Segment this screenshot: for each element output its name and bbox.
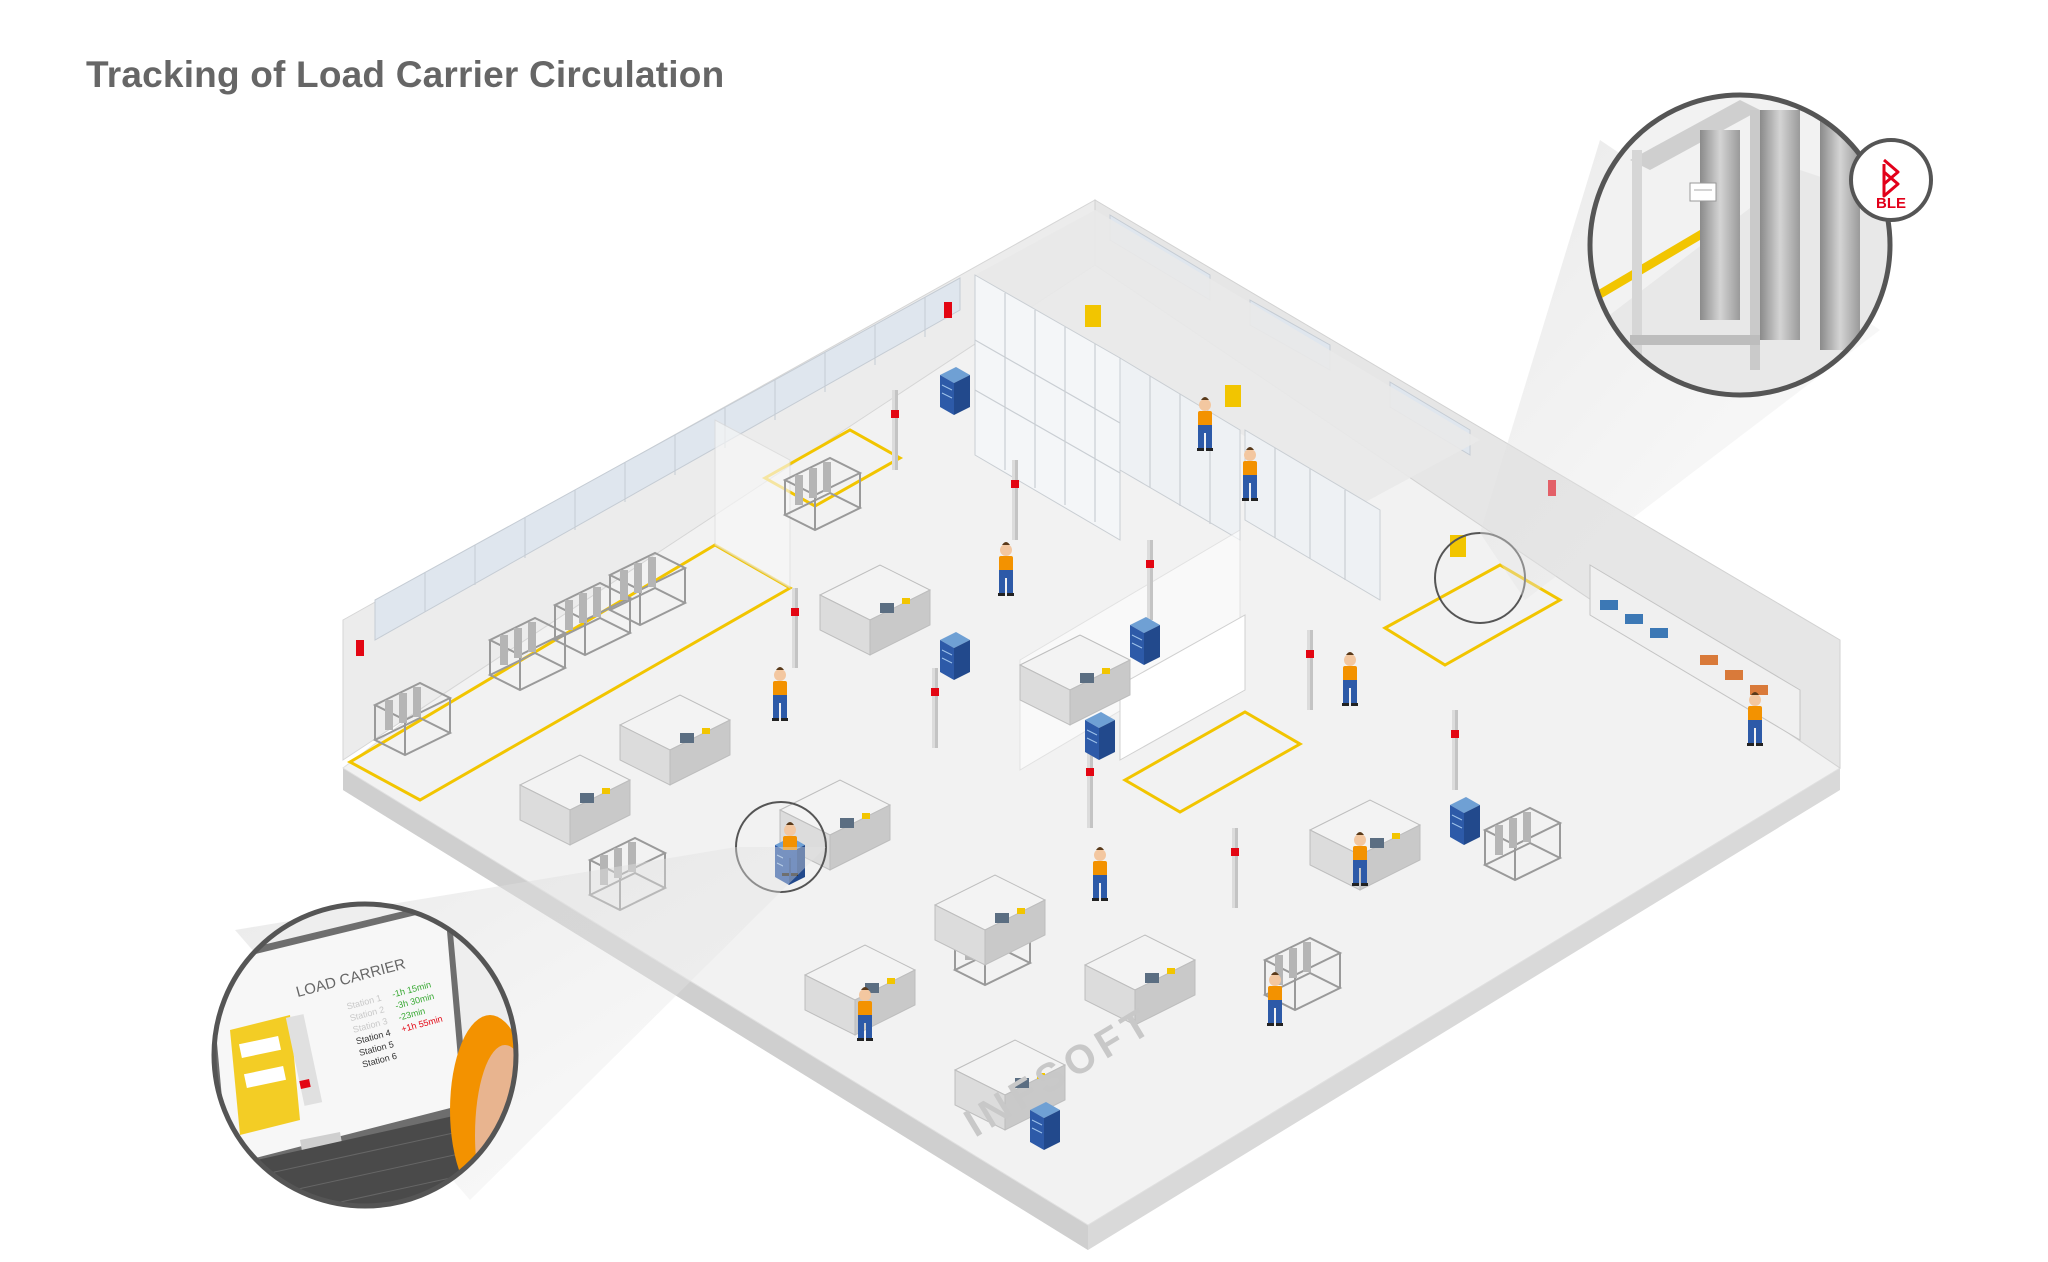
ble-tag-callout: BLE — [1587, 92, 1933, 398]
office-rooms — [974, 210, 1480, 601]
bluetooth-icon — [1882, 158, 1900, 198]
page-title: Tracking of Load Carrier Circulation — [86, 54, 725, 95]
screen-callout: LOAD CARRIER Station 1 -1h 15min Station… — [211, 901, 519, 1209]
storage-shelves — [1589, 564, 1801, 741]
ble-label: BLE — [1876, 195, 1906, 212]
